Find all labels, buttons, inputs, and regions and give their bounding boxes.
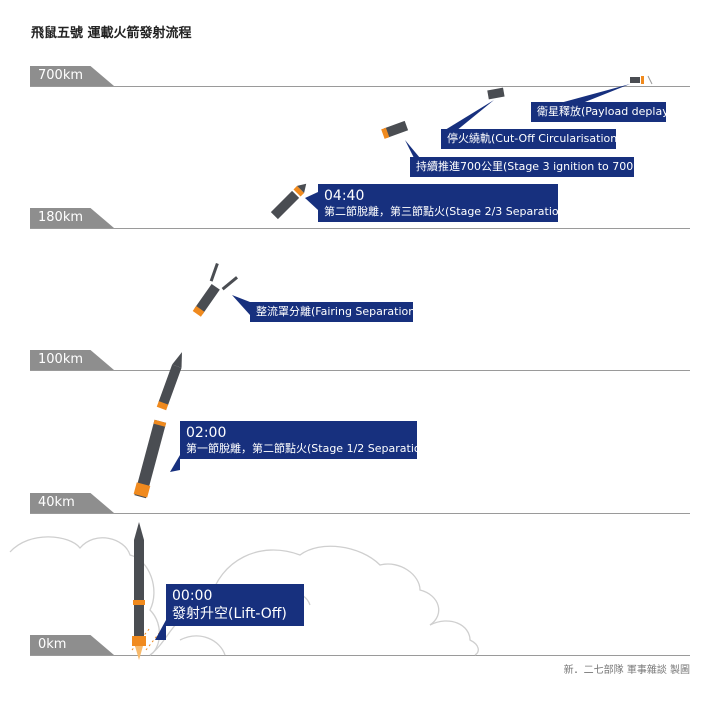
stage12-time: 02:00 [186,425,227,441]
callout-tail-stage23 [305,192,318,210]
altitude-line-0 [30,655,690,656]
callout-payload: 衛星釋放(Payload deplay) [531,102,673,122]
callout-stage23: 04:40 第二節脫離，第三節點火(Stage 2/3 Separation) [318,184,570,222]
diagram-title: 飛鼠五號 運載火箭發射流程 [31,26,192,41]
rocket-stage23 [270,183,307,220]
credit-text: 新．二七部隊 軍事雜談 製圖 [563,665,690,676]
rocket-stage3 [381,120,409,139]
callout-tail-fairing [232,295,250,315]
altitude-label-700: 700km [30,66,114,86]
stage23-text: 第二節脫離，第三節點火(Stage 2/3 Separation) [324,205,570,218]
stage3-text: 持續推進700公里(Stage 3 ignition to 700km) [416,160,655,173]
stage23-time: 04:40 [324,188,365,204]
callout-tail-stage12 [170,455,180,472]
callout-tail-liftoff [155,620,166,640]
satellite-payload [630,75,653,85]
liftoff-time: 00:00 [172,588,213,604]
rocket-stage12-upper [156,352,182,411]
payload-text: 衛星釋放(Payload deplay) [537,105,674,118]
altitude-label-0: 0km [30,635,114,655]
cutoff-text: 停火繞軌(Cut-Off Circularisation) [447,132,622,145]
callout-stage3: 持續推進700公里(Stage 3 ignition to 700km) [410,157,655,177]
altitude-line-700 [30,86,690,87]
rocket-fairing [192,263,238,317]
rocket-cutoff [487,87,505,100]
callout-liftoff: 00:00 發射升空(Lift-Off) [166,584,304,626]
altitude-label-100: 100km [30,350,114,370]
stage12-text: 第一節脫離，第二節點火(Stage 1/2 Separation) [186,442,432,455]
callout-cutoff: 停火繞軌(Cut-Off Circularisation) [441,129,622,149]
callout-fairing: 整流罩分離(Fairing Separation) [250,302,420,322]
altitude-line-180 [30,228,690,229]
callout-stage12: 02:00 第一節脫離，第二節點火(Stage 1/2 Separation) [180,421,432,459]
fairing-text: 整流罩分離(Fairing Separation) [256,305,420,318]
altitude-label-40: 40km [30,493,114,513]
altitude-label-180: 180km [30,208,114,228]
liftoff-text: 發射升空(Lift-Off) [172,606,287,622]
rocket-stage12-lower [133,419,167,499]
altitude-line-40 [30,513,690,514]
rocket-liftoff [131,522,161,660]
altitude-line-100 [30,370,690,371]
